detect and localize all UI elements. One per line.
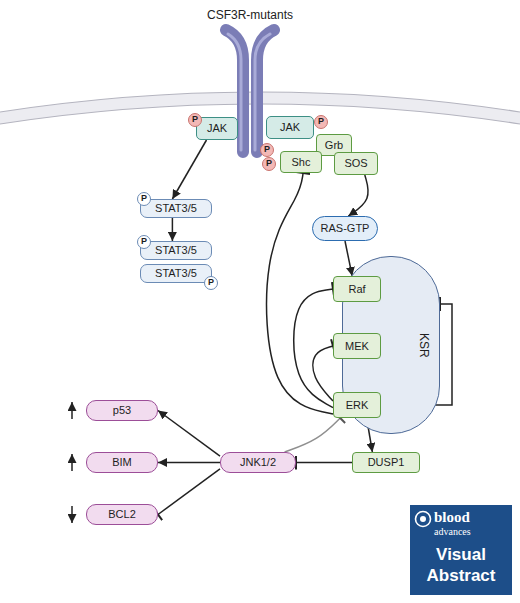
phosphatase-box: DUSP1 <box>352 452 420 473</box>
node-text: STAT3/5 <box>155 267 197 279</box>
kinase-box: Raf <box>333 276 381 302</box>
decrease-arrow <box>71 506 73 523</box>
phospho-site: P <box>204 276 218 290</box>
kinase-box: JNK1/2 <box>220 452 296 473</box>
node-text: JAK <box>207 122 227 134</box>
activation-connector <box>348 175 368 216</box>
node-text: RAS-GTP <box>321 222 370 234</box>
abstract-type: Visual <box>412 546 510 565</box>
phospho-site: P <box>262 157 276 171</box>
node-text: ERK <box>346 399 369 411</box>
node-text: JAK <box>280 121 300 133</box>
inhibition-connector <box>313 346 333 401</box>
inhibition-connector <box>294 289 333 408</box>
node-text: P <box>141 237 147 247</box>
node-text: BCL2 <box>108 508 136 520</box>
inhibition-connector <box>381 304 452 405</box>
gtpase-pill: RAS-GTP <box>312 216 378 241</box>
phospho-site: P <box>260 143 274 157</box>
kinase-box: JAK <box>266 116 314 139</box>
receptor-label: CSF3R-mutants <box>170 9 330 22</box>
increase-arrow <box>71 454 73 471</box>
transcription-factor-box: STAT3/5 <box>140 264 212 283</box>
abstract-type: Abstract <box>412 567 510 586</box>
node-text: DUSP1 <box>368 456 405 468</box>
journal-logo-icon <box>420 516 426 522</box>
transcription-factor-box: STAT3/5 <box>140 241 212 260</box>
activation-connector <box>172 140 206 199</box>
phospho-site: P <box>137 235 151 249</box>
adaptor-box: SOS <box>334 152 378 175</box>
node-text: P <box>208 278 214 288</box>
kinase-box: MEK <box>333 333 381 359</box>
activation-connector <box>367 418 373 452</box>
inhibition-connector <box>296 462 352 464</box>
activation-connector <box>356 359 358 392</box>
phospho-site: P <box>137 192 151 206</box>
kinase-box: JAK <box>196 117 238 140</box>
node-text: P <box>141 194 147 204</box>
node-text: BIM <box>112 456 132 468</box>
activation-connector <box>172 218 174 241</box>
increase-arrow <box>71 402 73 419</box>
journal-logo-box <box>410 505 512 595</box>
adaptor-box: Shc <box>280 151 322 173</box>
phospho-site: P <box>188 113 202 127</box>
phospho-site: P <box>314 115 328 129</box>
node-text: Raf <box>348 283 365 295</box>
node-text: P <box>192 115 198 125</box>
journal-name: blood <box>434 509 508 526</box>
inhibition-connector <box>267 173 333 414</box>
journal-name: advances <box>434 526 508 537</box>
node-text: STAT3/5 <box>155 202 197 214</box>
activation-connector <box>345 241 352 276</box>
effector-box: p53 <box>86 400 158 421</box>
effector-box: BIM <box>86 452 158 473</box>
node-text: P <box>264 145 270 155</box>
node-text: MEK <box>345 340 369 352</box>
node-text: JNK1/2 <box>240 456 276 468</box>
node-text: Shc <box>292 156 311 168</box>
effector-box: BCL2 <box>86 504 158 525</box>
node-text: Grb <box>325 139 343 151</box>
activation-connector <box>158 411 220 457</box>
node-text: SOS <box>344 157 367 169</box>
node-text: P <box>318 117 324 127</box>
node-text: P <box>266 159 272 169</box>
inhibition-connector <box>158 469 220 515</box>
node-text: KSR <box>417 333 430 358</box>
kinase-box: ERK <box>333 392 381 418</box>
journal-logo-icon <box>416 512 431 527</box>
activation-connector <box>158 462 220 464</box>
node-text: p53 <box>113 404 131 416</box>
activation-connector <box>356 302 358 333</box>
transcription-factor-box: STAT3/5 <box>140 199 212 218</box>
inhibition-connector <box>285 418 341 452</box>
node-text: STAT3/5 <box>155 244 197 256</box>
